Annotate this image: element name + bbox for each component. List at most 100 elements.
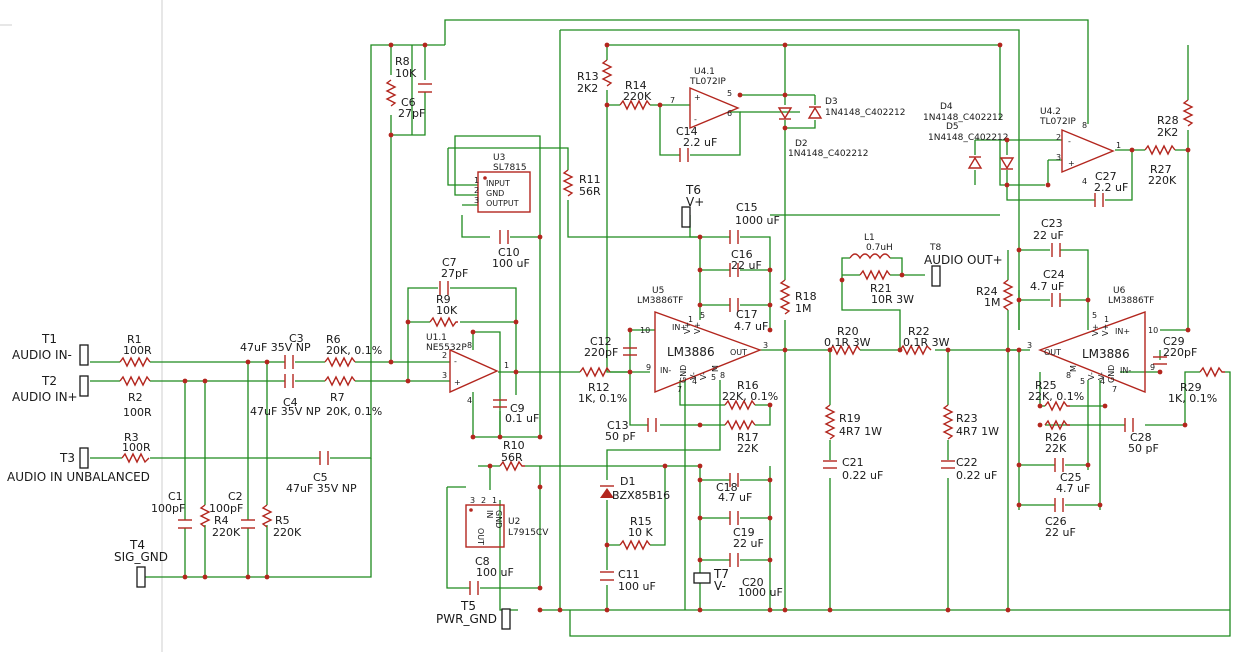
capacitor-c25[interactable]: C25 4.7 uF bbox=[1054, 458, 1090, 495]
pin-number: 8 bbox=[720, 371, 725, 380]
terminal-t5[interactable]: T5 PWR_GND bbox=[436, 599, 511, 630]
resistor-r5[interactable]: R5 220K bbox=[261, 504, 302, 539]
resistor-value: 22K, 0.1% bbox=[722, 390, 778, 403]
resistor-r24[interactable]: R24 1M bbox=[976, 279, 1014, 311]
diode-d4[interactable]: D4 1N4148_C402212 bbox=[923, 102, 1004, 169]
inductor-l1[interactable]: L1 0.7uH bbox=[849, 233, 893, 260]
capacitor-value: 27pF bbox=[398, 107, 425, 120]
pin-vplus-label: V+ bbox=[693, 322, 702, 334]
resistor-r12[interactable]: R12 1K, 0.1% bbox=[578, 366, 627, 405]
capacitor-c26[interactable]: C26 22 uF bbox=[1045, 498, 1076, 539]
resistor-r8[interactable]: R8 10K bbox=[385, 55, 417, 107]
capacitor-c9[interactable]: C9 0.1 uF bbox=[493, 399, 539, 425]
resistor-r10[interactable]: R10 56R bbox=[499, 439, 525, 472]
resistor-r15[interactable]: R15 10 K bbox=[619, 515, 653, 551]
terminal-t3[interactable]: T3 AUDIO IN UNBALANCED bbox=[7, 447, 150, 484]
resistor-r4[interactable]: R4 220K bbox=[199, 504, 241, 539]
resistor-r27[interactable]: R27 220K bbox=[1144, 144, 1177, 187]
resistor-r18[interactable]: R18 1M bbox=[779, 279, 817, 315]
resistor-r2[interactable]: R2 100R bbox=[119, 375, 152, 419]
capacitor-c16[interactable]: C16 22 uF bbox=[729, 248, 762, 277]
resistor-r6[interactable]: R6 20K, 0.1% bbox=[324, 333, 382, 368]
capacitor-c1[interactable]: C1 100pF bbox=[151, 490, 192, 529]
capacitor-c13[interactable]: C13 50 pF bbox=[605, 418, 657, 443]
capacitor-c12[interactable]: C12 220pF bbox=[584, 335, 637, 359]
capacitor-c7[interactable]: C7 27pF bbox=[439, 256, 468, 295]
regulator-u2[interactable]: U2 L7915CV OUT IN GND 3 2 1 bbox=[465, 496, 549, 548]
capacitor-value: 22 uF bbox=[1033, 229, 1064, 242]
capacitor-c3[interactable]: C3 47uF 35V NP bbox=[240, 332, 311, 369]
capacitor-c15[interactable]: C15 1000 uF bbox=[729, 201, 780, 244]
diode-d5[interactable]: D5 1N4148_C402212 bbox=[928, 122, 1015, 170]
capacitor-ref: C5 bbox=[313, 471, 328, 484]
diode-d2[interactable]: D2 1N4148_C402212 bbox=[777, 107, 869, 159]
resistor-r26[interactable]: R26 22K bbox=[1044, 419, 1070, 455]
resistor-r3[interactable]: R3 100R bbox=[121, 431, 151, 464]
diode-d3[interactable]: D3 1N4148_C402212 bbox=[807, 97, 906, 119]
capacitor-c24[interactable]: C24 4.7 uF bbox=[1030, 268, 1065, 307]
resistor-r14[interactable]: R14 220K bbox=[619, 79, 652, 111]
resistor-value: 22K bbox=[737, 442, 759, 455]
pin-number: 6 bbox=[727, 109, 732, 118]
capacitor-c22[interactable]: C22 0.22 uF bbox=[941, 456, 997, 482]
resistor-r11[interactable]: R11 56R bbox=[562, 169, 601, 198]
capacitor-c23[interactable]: C23 22 uF bbox=[1033, 217, 1064, 257]
opamp-u1[interactable]: - + 2 3 1 8 4 U1.1 NE5532P bbox=[426, 333, 509, 405]
resistor-r22[interactable]: R22 0.1R 3W bbox=[899, 325, 950, 356]
capacitor-c14[interactable]: C14 2.2 uF bbox=[676, 125, 717, 162]
capacitor-c18[interactable]: C18 4.7 uF bbox=[716, 473, 752, 504]
resistor-r7[interactable]: R7 20K, 0.1% bbox=[324, 375, 382, 418]
amplifier-u5[interactable]: LM3886 IN+ IN- OUT V+ V+ GND V- V- M 10 … bbox=[637, 286, 768, 394]
capacitor-ref: C7 bbox=[442, 256, 457, 269]
amplifier-u6[interactable]: LM3886 IN+ IN- OUT V+ V+ M V- V- GND 10 … bbox=[1027, 286, 1158, 394]
capacitor-c4[interactable]: C4 47uF 35V NP bbox=[250, 374, 321, 418]
diode-part: 1N4148_C402212 bbox=[928, 133, 1009, 143]
diode-d1[interactable]: D1 BZX85B16 bbox=[600, 475, 670, 502]
opamp-u4-1[interactable]: + - 7 5 6 U4.1 TL072IP bbox=[670, 67, 740, 130]
resistor-r1[interactable]: R1 100R bbox=[119, 333, 152, 368]
resistor-r16[interactable]: R16 22K, 0.1% bbox=[722, 379, 778, 411]
resistor-r17[interactable]: R17 22K bbox=[724, 419, 759, 455]
capacitor-ref: C2 bbox=[228, 490, 243, 503]
terminal-t1[interactable]: T1 AUDIO IN- bbox=[12, 332, 89, 366]
capacitor-c2[interactable]: C2 100pF bbox=[209, 490, 255, 529]
capacitor-c17[interactable]: C17 4.7 uF bbox=[729, 298, 768, 333]
terminal-t8[interactable]: T8 AUDIO OUT+ bbox=[924, 243, 1003, 287]
pin-number: 5 bbox=[700, 311, 705, 320]
ic-part: LM3886TF bbox=[637, 296, 683, 306]
capacitor-c10[interactable]: C10 100 uF bbox=[492, 230, 530, 270]
capacitor-c21[interactable]: C21 0.22 uF bbox=[823, 456, 883, 482]
pin-number: 1 bbox=[474, 176, 479, 185]
resistor-r23[interactable]: R23 4R7 1W bbox=[942, 404, 999, 440]
capacitor-c19[interactable]: C19 22 uF bbox=[729, 511, 764, 550]
capacitor-c6[interactable]: C6 27pF bbox=[398, 83, 432, 120]
terminal-t6[interactable]: T6 V+ bbox=[681, 183, 704, 228]
terminal-t7[interactable]: T7 V- bbox=[693, 567, 729, 593]
terminal-t2[interactable]: T2 AUDIO IN+ bbox=[12, 374, 89, 404]
resistor-r13[interactable]: R13 2K2 bbox=[577, 59, 613, 95]
resistor-r20[interactable]: R20 0.1R 3W bbox=[824, 325, 871, 356]
capacitor-c28[interactable]: C28 50 pF bbox=[1124, 418, 1159, 455]
capacitor-c27[interactable]: C27 2.2 uF bbox=[1094, 170, 1128, 207]
resistor-r25[interactable]: R25 22K, 0.1% bbox=[1028, 379, 1084, 412]
regulator-u3[interactable]: U3 SL7815 INPUT GND OUTPUT 1 2 3 bbox=[474, 153, 531, 213]
pin-number: 1 bbox=[504, 361, 509, 370]
ic-ref: U3 bbox=[493, 153, 505, 163]
resistor-value: 2K2 bbox=[577, 82, 598, 95]
resistor-r9[interactable]: R9 10K bbox=[429, 293, 458, 328]
capacitor-c11[interactable]: C11 100 uF bbox=[600, 568, 656, 593]
opamp-u4-2[interactable]: - + 2 3 1 8 4 U4.2 TL072IP bbox=[1039, 107, 1121, 186]
capacitor-c29[interactable]: C29 220pF bbox=[1153, 335, 1197, 365]
resistor-r29[interactable]: R29 1K, 0.1% bbox=[1168, 366, 1225, 405]
resistor-r21[interactable]: R21 10R 3W bbox=[859, 269, 914, 306]
pin-number: 9 bbox=[646, 363, 651, 372]
resistor-r28[interactable]: R28 2K2 bbox=[1157, 99, 1194, 139]
capacitor-ref: C9 bbox=[510, 402, 525, 415]
capacitor-c5[interactable]: C5 47uF 35V NP bbox=[286, 451, 357, 495]
terminal-t4[interactable]: T4 SIG_GND bbox=[114, 538, 168, 588]
resistor-ref: R12 bbox=[588, 381, 610, 394]
pin-number: 2 bbox=[474, 186, 479, 195]
capacitor-c20[interactable]: C20 1000 uF bbox=[729, 553, 783, 599]
capacitor-c8[interactable]: C8 100 uF bbox=[469, 555, 514, 595]
resistor-r19[interactable]: R19 4R7 1W bbox=[824, 404, 882, 440]
